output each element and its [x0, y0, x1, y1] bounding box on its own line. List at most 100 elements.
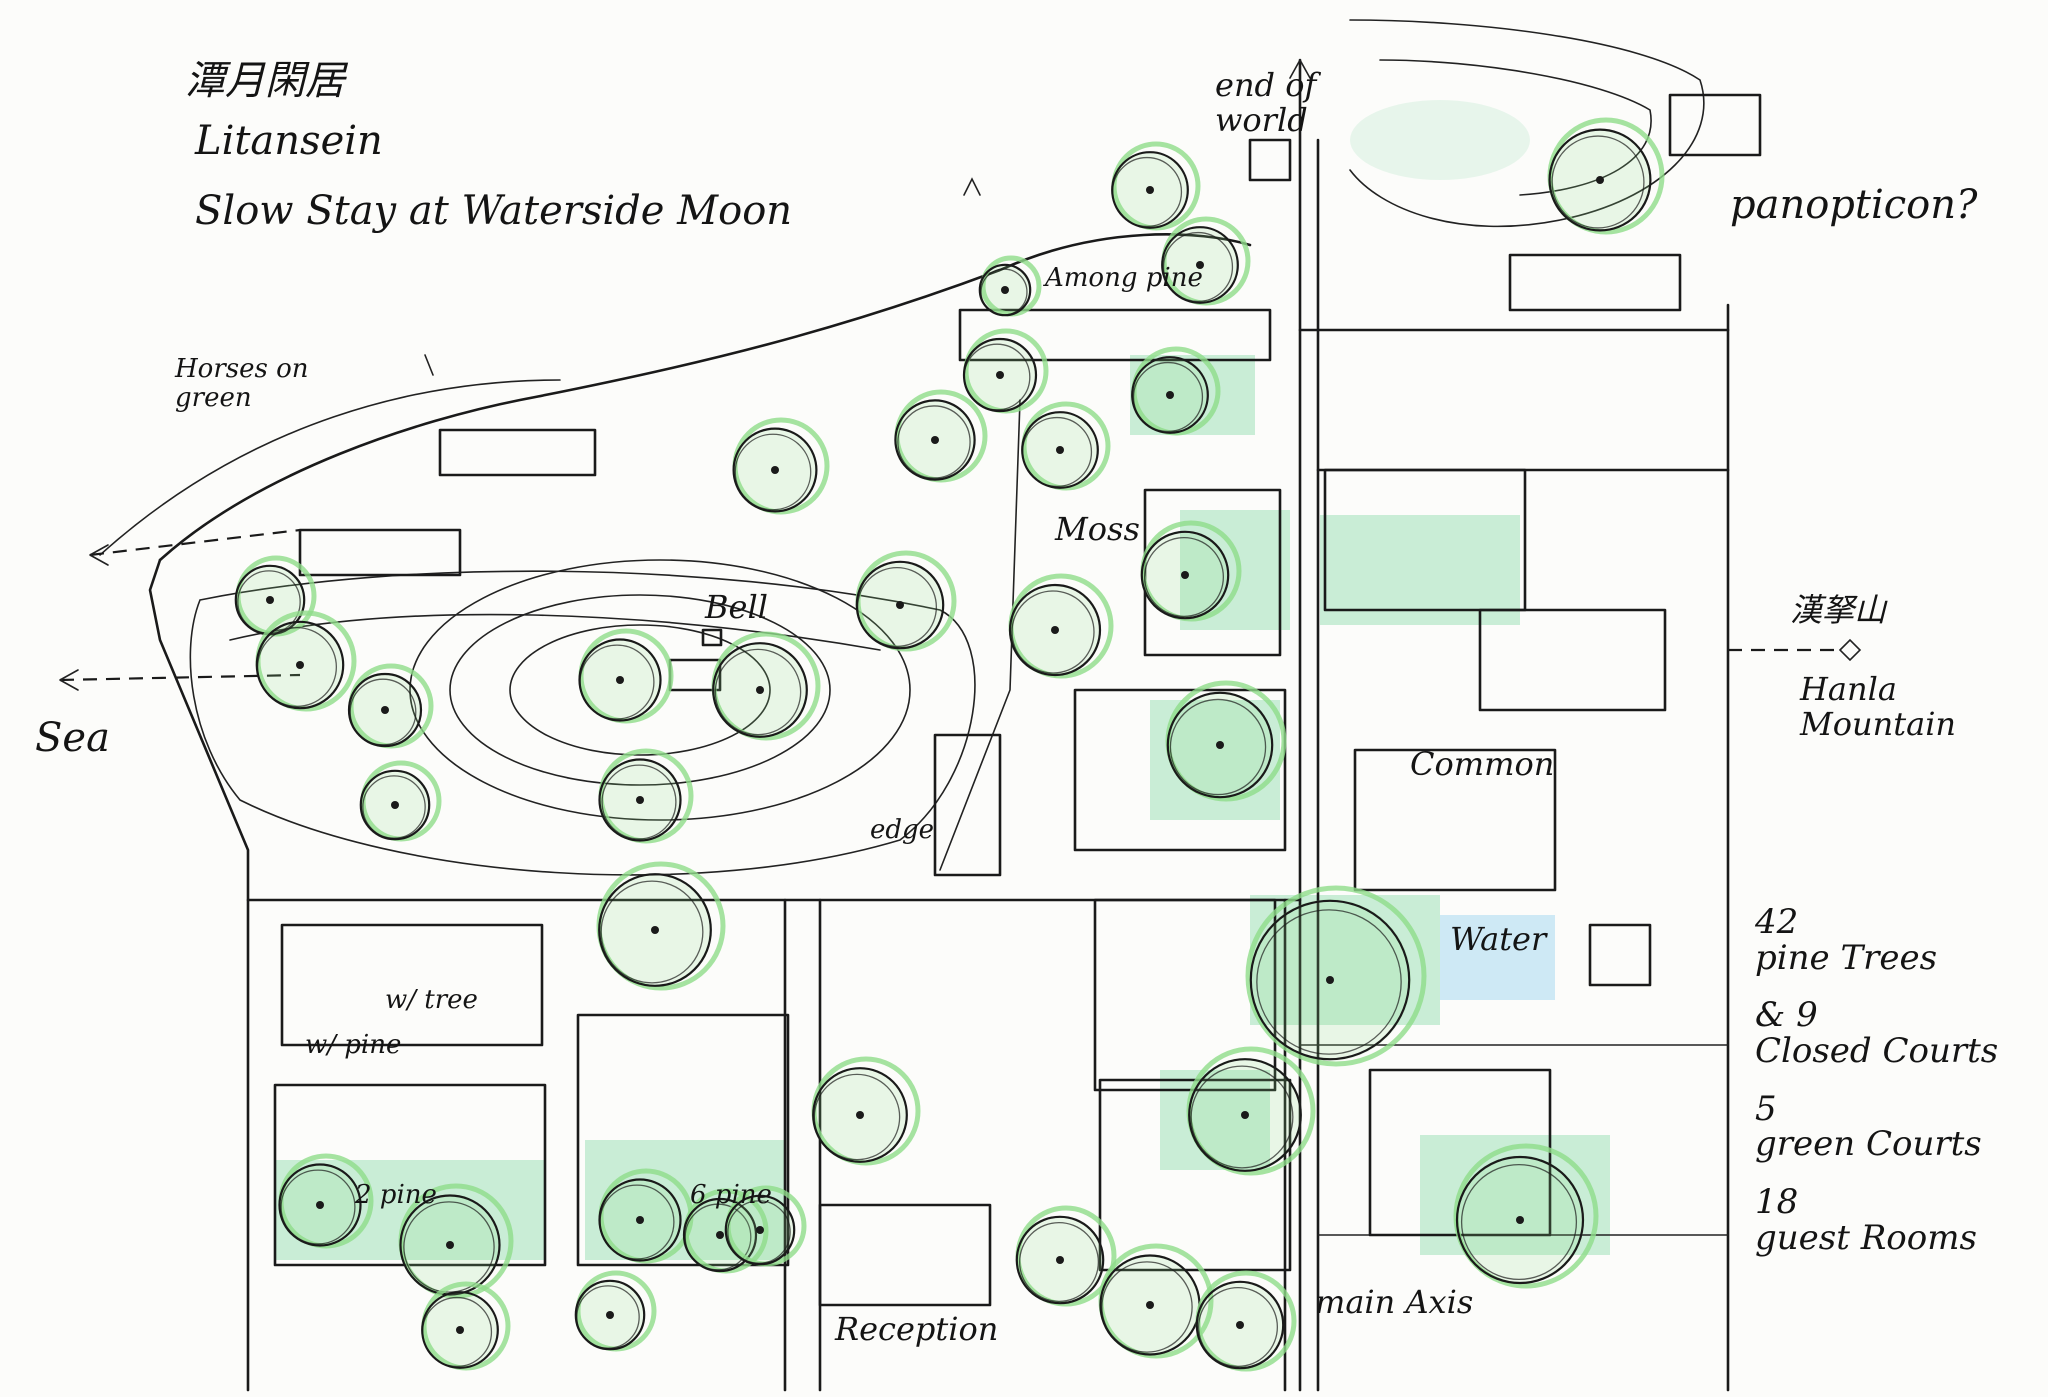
- pine-tree-canopy-inner: [1551, 135, 1645, 229]
- pine-tree-canopy-inner: [856, 566, 938, 648]
- building-gate: [933, 733, 1002, 877]
- pine-tree-trunk: [1056, 446, 1064, 454]
- pine-tree-canopy: [1140, 530, 1230, 620]
- pine-tree-canopy-inner: [1169, 698, 1267, 796]
- stat-label: pine Trees: [1755, 937, 1938, 978]
- pine-tree-canopy-inner: [684, 1203, 752, 1271]
- buildings: [273, 93, 1762, 1307]
- pine-tree-canopy: [812, 1067, 908, 1163]
- pine-tree-canopy-inner: [599, 1184, 675, 1260]
- title-english: Slow Stay at Waterside Moon: [195, 188, 793, 234]
- pine-tree-trunk: [316, 1201, 324, 1209]
- title-romanized: Litansein: [195, 118, 383, 164]
- pine-tree-canopy-inner: [1143, 536, 1225, 618]
- building-end-of-world: [1248, 138, 1292, 182]
- court-wash-main-axis: [1160, 1070, 1270, 1170]
- label-sea: Sea: [35, 715, 110, 761]
- pine-tree-trunk: [1236, 1321, 1244, 1329]
- stat-label: guest Rooms: [1755, 1217, 1977, 1258]
- label-pine-tree-court: w/ tree: [385, 985, 478, 1015]
- label-hanla-chinese: 漢拏山: [1790, 591, 1887, 629]
- pine-tree-trunk: [446, 1241, 454, 1249]
- pine-tree-trunk: [1241, 1111, 1249, 1119]
- building-6pine-rooms: [576, 1013, 790, 1267]
- building-panopticon-bar: [1508, 253, 1682, 312]
- label-among-pine: Among pine: [1045, 263, 1203, 293]
- stat-label: Closed Courts: [1755, 1031, 1999, 1072]
- pine-tree-canopy: [1548, 128, 1652, 232]
- label-six-pine: 6 pine: [690, 1180, 772, 1210]
- label-water: Water: [1450, 920, 1547, 958]
- pine-tree-canopy-inner: [579, 644, 655, 720]
- pine-tree-trunk: [296, 661, 304, 669]
- lawn-wash-east: [1350, 100, 1530, 180]
- stat-value: 18: [1755, 1182, 1799, 1223]
- pine-tree-canopy-inner: [421, 1296, 493, 1368]
- pine-tree-canopy-inner: [963, 343, 1031, 411]
- building-nw-rooms: [280, 923, 544, 1047]
- pine-tree-canopy-inner: [403, 1201, 495, 1293]
- pine-tree-trunk: [456, 1326, 464, 1334]
- pine-tree-canopy: [894, 399, 976, 481]
- pine-tree-canopy: [359, 769, 431, 841]
- pine-tree-wash: [1245, 885, 1427, 1067]
- pine-tree-canopy-inner: [1011, 590, 1095, 674]
- label-two-pine: 2 pine: [355, 1180, 437, 1210]
- building-horses: [438, 428, 597, 477]
- pine-tree-canopy: [732, 427, 818, 513]
- building-common: [1353, 748, 1557, 892]
- pine-tree-trunk: [606, 1311, 614, 1319]
- pine-tree-canopy-inner: [576, 1285, 640, 1349]
- pine-tree-canopy: [1161, 226, 1239, 304]
- pine-tree-trunk: [1516, 1216, 1524, 1224]
- building-ne-court: [1323, 468, 1527, 612]
- building-sw-rooms: [273, 1083, 547, 1267]
- pine-tree-trunk: [651, 926, 659, 934]
- pine-tree-canopy-inner: [601, 764, 677, 840]
- building-among-pine: [958, 308, 1272, 362]
- pine-tree-canopy: [255, 620, 345, 710]
- court-wash-northeast: [1320, 515, 1520, 625]
- pine-tree-trunk: [996, 371, 1004, 379]
- pine-tree-canopy-inner: [1132, 361, 1204, 433]
- pine-tree-trunk: [1051, 626, 1059, 634]
- pine-tree-trunk: [1056, 1256, 1064, 1264]
- pine-tree-trunk: [1146, 1301, 1154, 1309]
- building-central: [1073, 688, 1287, 852]
- pine-tree-canopy: [1195, 1280, 1285, 1370]
- pine-tree-canopy: [1249, 899, 1411, 1061]
- label-reception: Reception: [835, 1310, 999, 1348]
- pine-tree-trunk: [636, 796, 644, 804]
- pine-tree-canopy: [574, 1279, 646, 1351]
- building-water-court: [1093, 898, 1277, 1092]
- pine-tree-canopy-inner: [1018, 1221, 1100, 1303]
- pine-tree-canopy: [347, 672, 423, 748]
- pine-tree-canopy-inner: [727, 1200, 791, 1264]
- stat-label: green Courts: [1755, 1124, 1982, 1165]
- label-end-of-world: end of world: [1215, 66, 1317, 140]
- title-chinese: 潭月閑居: [185, 58, 345, 104]
- pine-tree-canopy-inner: [1460, 1163, 1578, 1281]
- pine-tree-trunk: [1216, 741, 1224, 749]
- pine-tree-trunk: [266, 596, 274, 604]
- pine-tree-canopy: [1015, 1215, 1105, 1305]
- pine-tree-canopy-inner: [600, 880, 704, 984]
- stat-guest-rooms: 18 guest Rooms: [1755, 1182, 2045, 1258]
- building-west: [298, 528, 462, 577]
- pine-tree-trunk: [616, 676, 624, 684]
- pine-tree-trunk: [1001, 286, 1009, 294]
- building-bell: [701, 628, 723, 647]
- pine-tree-canopy-inner: [1256, 909, 1402, 1055]
- pine-tree-canopy: [598, 1178, 682, 1262]
- pine-tree-canopy-inner: [734, 433, 812, 511]
- pine-tree-canopy: [1166, 691, 1274, 799]
- pine-tree-canopy: [278, 1163, 362, 1247]
- stat-closed-courts: & 9 Closed Courts: [1755, 998, 2045, 1069]
- pine-tree-trunk: [1326, 976, 1334, 984]
- pine-tree-trunk: [391, 801, 399, 809]
- pine-tree-trunk: [756, 1226, 764, 1234]
- building-east-strip: [1478, 608, 1667, 712]
- stats-column: 42 pine Trees & 9 Closed Courts 5 green …: [1755, 904, 2045, 1258]
- pine-tree-canopy-inner: [1162, 231, 1234, 303]
